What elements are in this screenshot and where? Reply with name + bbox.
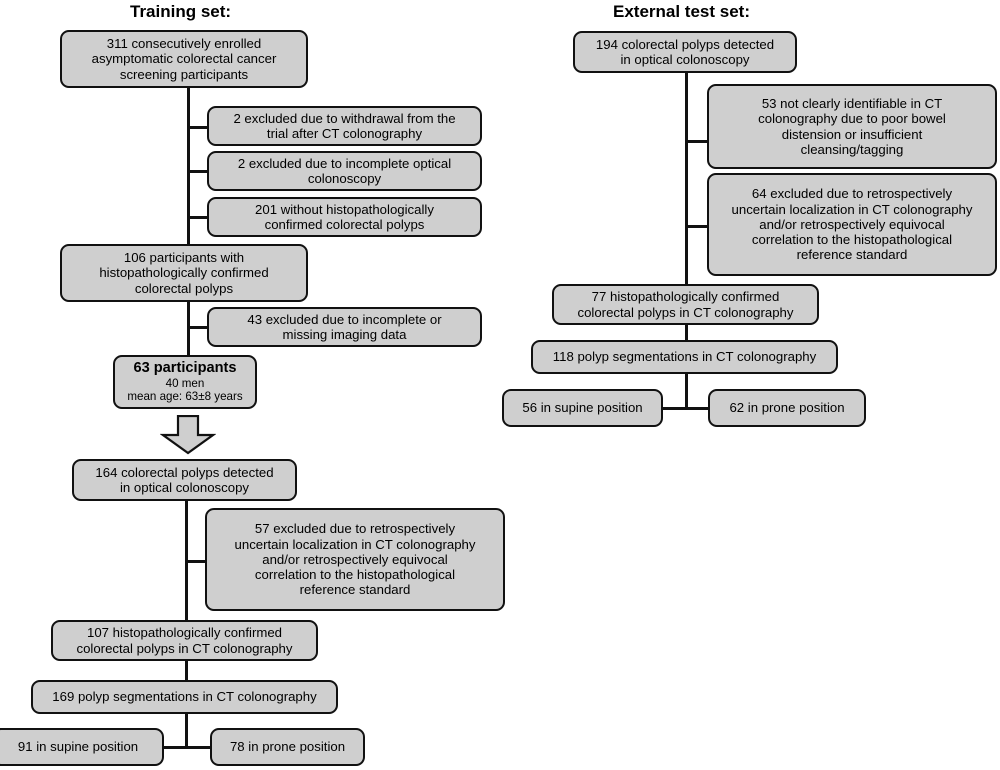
- node-line: 77 histopathologically confirmed: [591, 289, 780, 305]
- node-line: cleansing/tagging: [800, 141, 904, 157]
- node-supine-56: 56 in supine position: [502, 389, 663, 427]
- node-excluded-incomplete-colonoscopy-2: 2 excluded due to incomplete optical col…: [207, 151, 482, 191]
- node-line: uncertain localization in CT colonograph…: [234, 536, 476, 552]
- connector-pair-training: [163, 746, 211, 749]
- node-line: colorectal polyps in CT colonography: [577, 304, 794, 320]
- node-line: 62 in prone position: [729, 400, 845, 416]
- down-arrow-training: [160, 415, 216, 455]
- node-line: 106 participants with: [123, 250, 245, 266]
- node-line: 91 in supine position: [17, 739, 139, 755]
- node-line: and/or retrospectively equivocal: [262, 551, 448, 567]
- node-line: uncertain localization in CT colonograph…: [731, 201, 973, 217]
- node-supine-91: 91 in supine position: [0, 728, 164, 766]
- connector-stub-imaging: [187, 326, 209, 329]
- external-test-set-heading: External test set:: [613, 2, 750, 21]
- node-line: 78 in prone position: [229, 739, 346, 755]
- connector-trunk-169-to-pair: [185, 713, 188, 747]
- node-confirmed-polyps-ctc-77: 77 histopathologically confirmed colorec…: [552, 284, 819, 325]
- node-line: 118 polyp segmentations in CT colonograp…: [552, 349, 817, 365]
- node-segmentations-169: 169 polyp segmentations in CT colonograp…: [31, 680, 338, 714]
- node-participants-63: 63 participants 40 men mean age: 63±8 ye…: [113, 355, 257, 409]
- node-enrolled-311: 311 consecutively enrolled asymptomatic …: [60, 30, 308, 88]
- node-line: colorectal polyps: [134, 280, 234, 296]
- connector-stub-excl-uncertain-training: [185, 560, 207, 563]
- node-excluded-withdrawal-2: 2 excluded due to withdrawal from the tr…: [207, 106, 482, 146]
- node-line: 194 colorectal polyps detected: [595, 36, 775, 52]
- training-set-heading: Training set:: [130, 2, 232, 21]
- node-line: distension or insufficient: [781, 126, 923, 142]
- node-polyps-detected-164: 164 colorectal polyps detected in optica…: [72, 459, 297, 501]
- node-line: 56 in supine position: [522, 400, 643, 416]
- node-line: correlation to the histopathological: [751, 232, 953, 248]
- node-line: histopathologically confirmed: [99, 265, 269, 281]
- node-line: missing imaging data: [282, 327, 407, 342]
- node-line: in optical colonoscopy: [119, 480, 250, 495]
- node-line: trial after CT colonography: [266, 126, 423, 141]
- node-line: 64 excluded due to retrospectively: [751, 186, 953, 202]
- node-line: confirmed colorectal polyps: [264, 217, 425, 232]
- node-line-sub: 40 men: [165, 377, 205, 391]
- node-line: colonoscopy: [307, 171, 382, 186]
- node-prone-78: 78 in prone position: [210, 728, 365, 766]
- node-line: 107 histopathologically confirmed: [87, 625, 282, 641]
- node-line: asymptomatic colorectal cancer: [91, 51, 277, 67]
- node-line: 201 without histopathologically: [255, 201, 434, 217]
- node-excluded-imaging-43: 43 excluded due to incomplete or missing…: [207, 307, 482, 347]
- node-polyps-detected-194: 194 colorectal polyps detected in optica…: [573, 31, 797, 73]
- node-confirmed-polyps-ctc-107: 107 histopathologically confirmed colore…: [51, 620, 318, 661]
- connector-stub-incomplete-oc: [187, 170, 209, 173]
- node-line-main: 63 participants: [133, 360, 237, 377]
- node-line: 57 excluded due to retrospectively: [254, 521, 456, 537]
- connector-stub-excl-uncertain-external: [685, 225, 707, 228]
- connector-trunk-77-to-118: [685, 318, 688, 340]
- node-participants-with-polyps-106: 106 participants with histopathologicall…: [60, 244, 308, 302]
- node-prone-62: 62 in prone position: [708, 389, 866, 427]
- node-line: 43 excluded due to incomplete or: [247, 311, 442, 327]
- node-excluded-uncertain-57: 57 excluded due to retrospectively uncer…: [205, 508, 505, 611]
- connector-trunk-training-top: [187, 88, 190, 244]
- node-line: and/or retrospectively equivocal: [759, 216, 945, 232]
- node-line: colorectal polyps in CT colonography: [76, 640, 293, 656]
- connector-trunk-118-to-pair: [685, 373, 688, 408]
- node-excluded-uncertain-64: 64 excluded due to retrospectively uncer…: [707, 173, 997, 276]
- node-line: 311 consecutively enrolled: [106, 36, 262, 52]
- node-line: correlation to the histopathological: [254, 567, 456, 583]
- node-line: screening participants: [119, 66, 249, 82]
- node-line: colonography due to poor bowel: [758, 111, 946, 127]
- connector-trunk-external-top: [685, 73, 688, 285]
- node-line: 2 excluded due to incomplete optical: [237, 155, 452, 171]
- node-not-identifiable-53: 53 not clearly identifiable in CT colono…: [707, 84, 997, 169]
- node-segmentations-118: 118 polyp segmentations in CT colonograp…: [531, 340, 838, 374]
- connector-stub-not-identifiable: [685, 140, 707, 143]
- node-line: in optical colonoscopy: [620, 52, 750, 67]
- node-line-sub: mean age: 63±8 years: [127, 390, 243, 404]
- node-line: reference standard: [796, 247, 908, 263]
- node-line: 169 polyp segmentations in CT colonograp…: [52, 689, 317, 705]
- connector-trunk-107-to-169: [185, 660, 188, 681]
- connector-stub-withdrawal: [187, 126, 209, 129]
- connector-pair-external: [662, 407, 710, 410]
- node-without-confirmed-polyps-201: 201 without histopathologically confirme…: [207, 197, 482, 237]
- node-line: 53 not clearly identifiable in CT: [761, 95, 943, 111]
- node-line: reference standard: [299, 582, 411, 598]
- node-line: 2 excluded due to withdrawal from the: [233, 110, 456, 126]
- node-line: 164 colorectal polyps detected: [95, 464, 274, 480]
- connector-stub-no-polyps: [187, 216, 209, 219]
